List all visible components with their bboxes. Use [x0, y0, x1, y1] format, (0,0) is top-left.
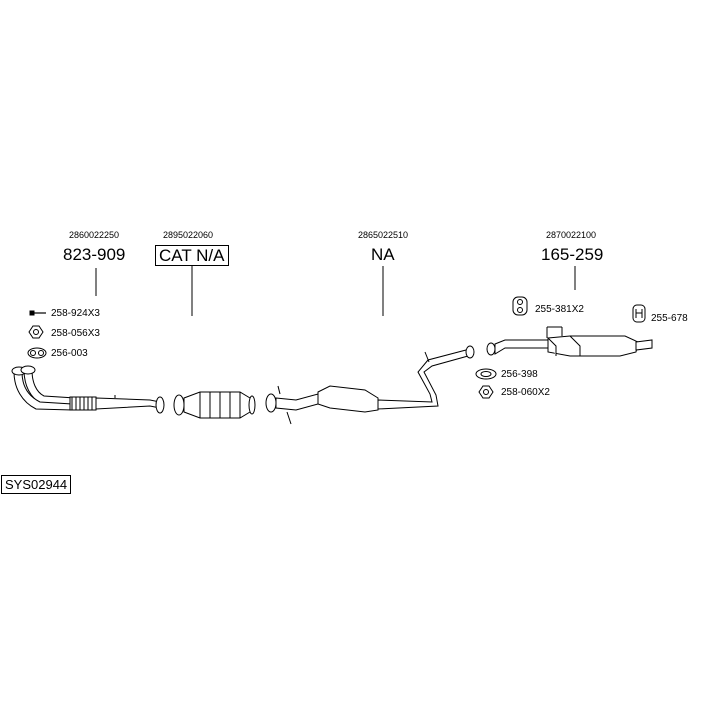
oem-number-catalyst: 2895022060 — [163, 230, 214, 240]
oem-number-middle-silencer: 2865022510 — [358, 230, 409, 240]
rubber-hanger-icon — [512, 296, 528, 316]
part-number-front-pipe[interactable]: 823-909 — [63, 245, 126, 264]
fitting-label-nut-rear[interactable]: 258-060X2 — [501, 387, 550, 398]
catalyst — [173, 391, 256, 419]
fitting-label-gasket-front[interactable]: 256-003 — [51, 348, 88, 359]
ring-gasket-icon — [475, 368, 497, 380]
oem-number-front-pipe: 2860022250 — [69, 230, 120, 240]
fitting-label-rubber-hanger[interactable]: 255-381X2 — [535, 304, 584, 315]
oem-number-rear-silencer: 2870022100 — [546, 230, 597, 240]
fitting-label-nut-front[interactable]: 258-056X3 — [51, 328, 100, 339]
bolt-icon — [29, 310, 46, 316]
nut-icon — [28, 325, 44, 339]
middle-silencer-pipe — [265, 345, 475, 425]
part-number-middle-silencer[interactable]: NA — [371, 245, 395, 264]
part-number-rear-silencer[interactable]: 165-259 — [541, 245, 604, 264]
fitting-label-bolt[interactable]: 258-924X3 — [51, 308, 100, 319]
rear-silencer — [486, 326, 653, 357]
system-code: SYS02944 — [1, 475, 72, 494]
gasket-icon — [27, 347, 47, 359]
fitting-label-ring-gasket[interactable]: 256-398 — [501, 369, 538, 380]
part-number-catalyst[interactable]: CAT N/A — [155, 245, 229, 266]
fitting-label-hanger-h[interactable]: 255-678 — [651, 313, 688, 324]
front-pipe — [11, 365, 165, 414]
nut-icon-rear — [478, 385, 494, 399]
hanger-h-icon — [632, 304, 646, 323]
